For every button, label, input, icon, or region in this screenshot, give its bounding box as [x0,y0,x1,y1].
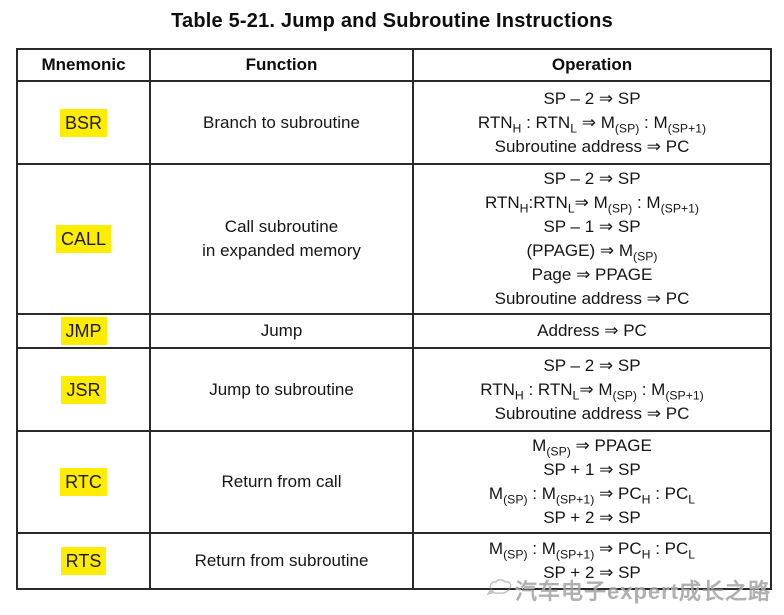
operation-line: Address ⇒ PC [537,321,647,340]
operation-line: SP – 2 ⇒ SP [543,355,641,375]
column-header-operation: Operation [412,48,772,82]
function-cell: Return from subroutine [149,532,414,590]
operation-line: (PPAGE) ⇒ M(SP) [526,241,658,264]
function-line: Return from subroutine [194,551,369,570]
mnemonic-highlight: JSR [61,375,106,404]
operation-line: Subroutine address ⇒ PC [494,403,690,423]
function-line: Return from call [221,472,342,491]
mnemonic-highlight: RTC [60,468,107,496]
column-header-function: Function [149,48,414,82]
operation-line: Subroutine address ⇒ PC [494,136,690,156]
mnemonic-highlight: CALL [55,225,112,253]
function-cell: Jump [149,313,414,349]
page-title: Table 5-21. Jump and Subroutine Instruct… [171,10,613,32]
mnemonic-cell: JMP [16,313,151,349]
mnemonic-highlight: RTS [60,547,107,575]
function-line: Jump to subroutine [209,379,354,399]
mnemonic-cell: JSR [16,347,151,432]
operation-line: Subroutine address ⇒ PC [494,289,690,308]
function-cell: Return from call [149,430,414,534]
operation-cell: SP – 2 ⇒ SP RTNH : RTNL⇒ M(SP) : M(SP+1)S… [412,347,772,432]
operation-line: M(SP) : M(SP+1) ⇒ PCH : PCL [488,539,696,562]
table-row-rts: RTS Return from subroutine M(SP) : M(SP+1)… [16,532,772,590]
mnemonic-cell: BSR [16,80,151,165]
operation-line: RTNH : RTNL⇒ M(SP) : M(SP+1) [480,379,704,402]
operation-line: RTNH : RTNL ⇒ M(SP) : M(SP+1) [477,112,707,135]
mnemonic-cell: RTS [16,532,151,590]
function-line: Call subroutine [224,217,339,236]
operation-line: SP + 2 ⇒ SP [543,563,641,582]
operation-line: SP – 2 ⇒ SP [543,169,641,188]
function-line: Branch to subroutine [203,112,360,132]
mnemonic-cell: RTC [16,430,151,534]
table-row-call: CALL Call subroutine in expanded memory SP … [16,163,772,315]
operation-line: M(SP) ⇒ PPAGE [532,436,652,459]
mnemonic-cell: CALL [16,163,151,315]
operation-cell: SP – 2 ⇒ SP RTNH : RTNL ⇒ M(SP) : M(SP+1)… [412,80,772,165]
operation-line: M(SP) : M(SP+1) ⇒ PCH : PCL [488,484,696,507]
function-cell: Call subroutine in expanded memory [149,163,414,315]
operation-line: SP + 2 ⇒ SP [543,508,641,527]
function-cell: Branch to subroutine [149,80,414,165]
operation-cell: SP – 2 ⇒ SP RTNH:RTNL⇒ M(SP) : M(SP+1)SP … [412,163,772,315]
mnemonic-highlight: BSR [59,108,107,137]
mnemonic-highlight: JMP [60,317,107,345]
table-row-bsr: BSR Branch to subroutine SP – 2 ⇒ SP RTNH :… [16,80,772,165]
table-row-jsr: JSR Jump to subroutine SP – 2 ⇒ SP RTNH : R… [16,347,772,432]
operation-line: SP + 1 ⇒ SP [543,460,641,479]
table-row-jmp: JMP Jump Address ⇒ PC [16,313,772,349]
operation-cell: Address ⇒ PC [412,313,772,349]
function-cell: Jump to subroutine [149,347,414,432]
operation-line: SP – 1 ⇒ SP [543,217,641,236]
function-line: Jump [260,321,303,340]
operation-line: Page ⇒ PPAGE [531,265,653,284]
operation-line: RTNH:RTNL⇒ M(SP) : M(SP+1) [484,193,700,216]
column-header-mnemonic: Mnemonic [16,48,151,82]
operation-line: SP – 2 ⇒ SP [543,88,641,108]
function-line: in expanded memory [202,241,361,260]
